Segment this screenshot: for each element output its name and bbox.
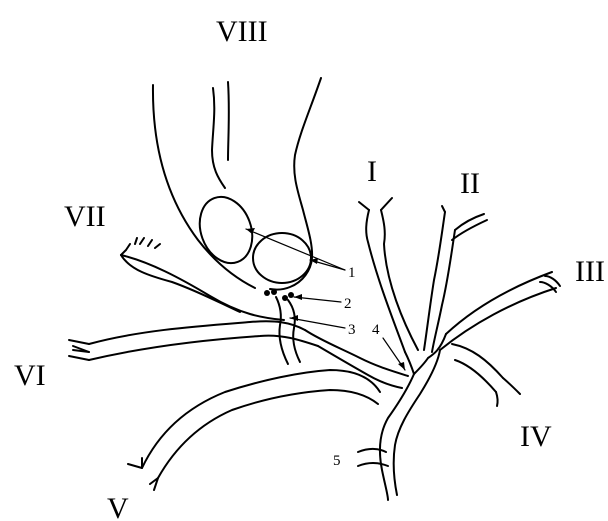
- branch-iii: [440, 272, 560, 350]
- main-trunk: [380, 334, 446, 500]
- leader-2: [294, 294, 341, 302]
- branch-ii: [424, 206, 487, 352]
- label-4: 4: [372, 322, 380, 338]
- label-1: 1: [348, 265, 356, 281]
- label-3: 3: [348, 322, 356, 338]
- label-viii: VIII: [216, 15, 268, 48]
- label-ii: II: [460, 167, 480, 200]
- label-iii: III: [575, 255, 605, 288]
- label-vi: VI: [14, 359, 46, 392]
- upper-sac: [153, 78, 321, 290]
- dots-cluster: [264, 289, 294, 301]
- label-i: I: [367, 155, 377, 188]
- branch-iv: [452, 344, 520, 406]
- label-5: 5: [333, 453, 341, 469]
- branch-vii: [121, 238, 284, 320]
- label-vii: VII: [64, 200, 106, 233]
- branch-3-vessel: [276, 297, 300, 364]
- label-2: 2: [344, 296, 352, 312]
- leader-1: [246, 228, 345, 270]
- branch-v: [128, 370, 380, 490]
- main-channel: [305, 330, 408, 388]
- branch-5: [358, 449, 388, 466]
- label-iv: IV: [520, 420, 552, 453]
- branch-i: [359, 198, 418, 352]
- oval-lower: [253, 233, 311, 283]
- label-v: V: [107, 492, 129, 521]
